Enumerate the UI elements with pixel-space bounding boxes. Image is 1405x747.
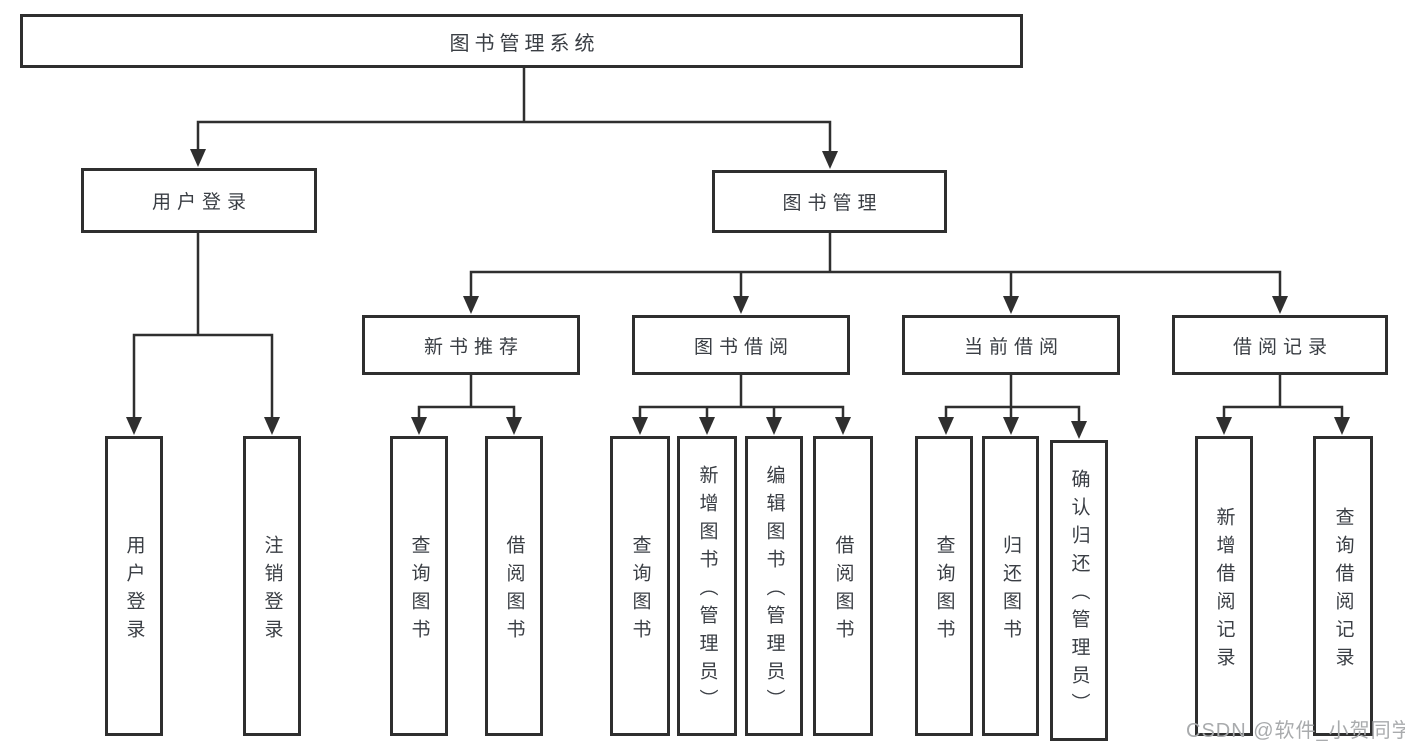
node-label: 借阅图书	[503, 534, 525, 647]
node-label: 用户登录	[123, 534, 145, 647]
leaf-add-borrow-record: 新增借阅记录	[1195, 436, 1253, 736]
leaf-return-book: 归还图书	[982, 436, 1039, 736]
node-label: 编辑图书（管理员）	[763, 464, 785, 717]
leaf-borrow-books-recommend: 借阅图书	[485, 436, 543, 736]
node-label: 新增图书（管理员）	[696, 464, 718, 717]
node-book-management: 图书管理	[712, 170, 947, 233]
node-label: 图书借阅	[693, 336, 794, 358]
leaf-query-borrow-record: 查询借阅记录	[1313, 436, 1373, 736]
node-label: 当前借阅	[963, 336, 1064, 358]
node-label: 用户登录	[151, 192, 252, 213]
arrowheads	[126, 149, 1350, 439]
tree-edges	[132, 66, 1344, 424]
node-label: 查询图书	[933, 534, 955, 647]
leaf-query-books-current: 查询图书	[915, 436, 973, 736]
leaf-logout: 注销登录	[243, 436, 301, 736]
node-label: 查询图书	[629, 534, 651, 647]
node-new-book-recommend: 新书推荐	[362, 315, 580, 375]
leaf-query-books-borrow: 查询图书	[610, 436, 670, 736]
node-current-borrowing: 当前借阅	[902, 315, 1120, 375]
node-borrowing-records: 借阅记录	[1172, 315, 1388, 375]
leaf-borrow-books: 借阅图书	[813, 436, 873, 736]
leaf-confirm-return-admin: 确认归还（管理员）	[1050, 440, 1108, 741]
node-label: 归还图书	[1000, 534, 1021, 647]
node-label: 注销登录	[261, 534, 283, 647]
leaf-add-book-admin: 新增图书（管理员）	[677, 436, 737, 736]
node-label: 新增借阅记录	[1213, 506, 1235, 675]
node-label: 确认归还（管理员）	[1068, 469, 1090, 721]
node-label: 查询借阅记录	[1332, 506, 1354, 675]
leaf-user-login: 用户登录	[105, 436, 163, 736]
node-book-borrowing: 图书借阅	[632, 315, 850, 375]
node-label: 借阅图书	[832, 534, 854, 647]
watermark-text: CSDN @软件_小贺同学	[1186, 720, 1405, 742]
node-label: 查询图书	[408, 534, 430, 647]
leaf-query-books-recommend: 查询图书	[390, 436, 448, 736]
leaf-edit-book-admin: 编辑图书（管理员）	[745, 436, 803, 736]
node-label: 借阅记录	[1232, 336, 1333, 358]
node-label: 图书管理系统	[449, 32, 600, 55]
node-library-management-system: 图书管理系统	[20, 14, 1023, 68]
node-label: 图书管理	[782, 193, 883, 214]
node-user-login: 用户登录	[81, 168, 317, 233]
node-label: 新书推荐	[423, 336, 524, 358]
